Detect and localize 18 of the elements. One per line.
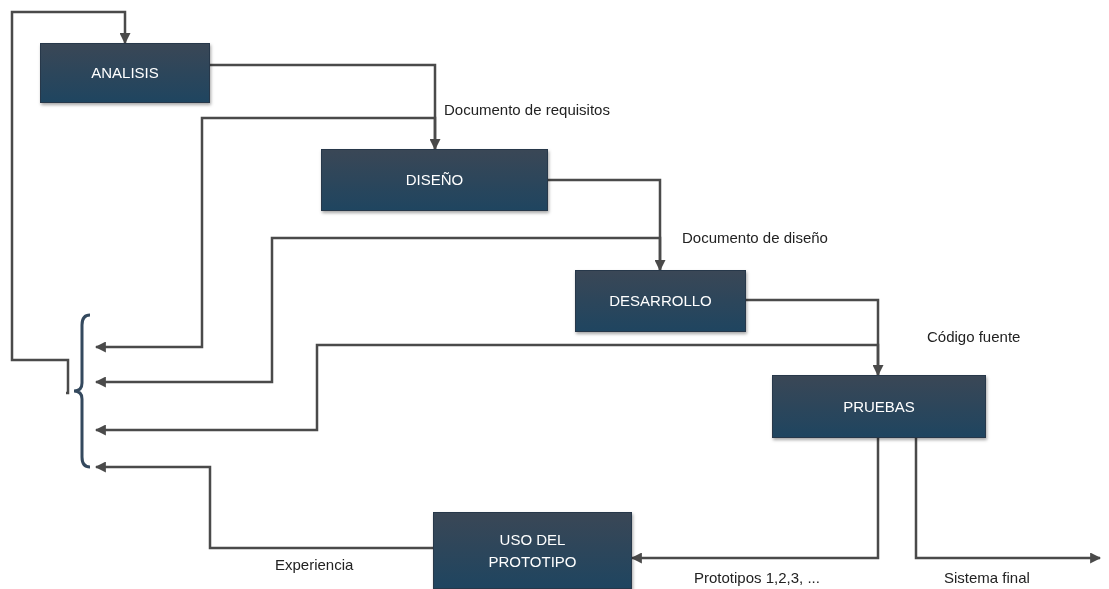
arrow	[94, 116, 437, 353]
arrow	[94, 343, 880, 436]
arrow	[94, 236, 662, 388]
process-box: DISEÑO	[321, 149, 548, 211]
arrow	[630, 438, 880, 564]
edge-label: Documento de diseño	[681, 229, 829, 246]
process-box: PRUEBAS	[772, 375, 986, 438]
edge-label: Prototipos 1,2,3, ...	[693, 569, 821, 586]
edge-label: Experiencia	[274, 556, 355, 573]
arrow	[914, 438, 1102, 564]
arrow	[10, 10, 131, 395]
edge-label: Documento de requisitos	[443, 101, 611, 118]
process-box: USO DEL PROTOTIPO	[433, 512, 632, 589]
edge-label: Sistema final	[943, 569, 1031, 586]
process-box: DESARROLLO	[575, 270, 746, 332]
edge-label: Código fuente	[926, 328, 1022, 345]
arrow	[94, 461, 433, 550]
process-box: ANALISIS	[40, 43, 210, 103]
